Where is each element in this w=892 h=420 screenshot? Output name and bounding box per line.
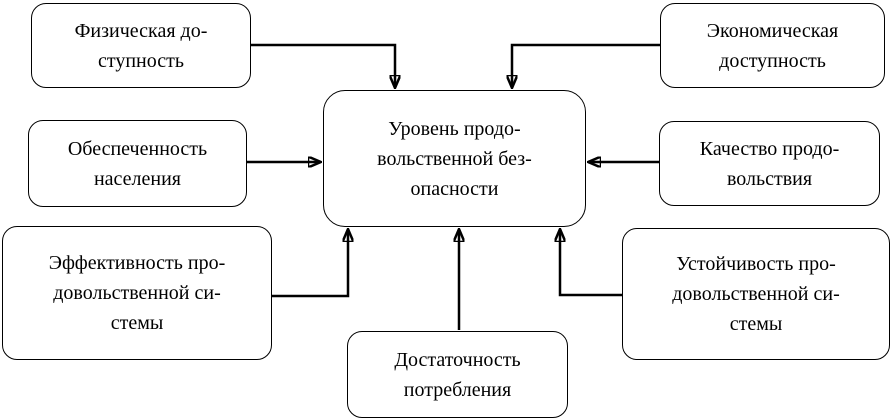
node-physical-accessibility-label: Физическая до- ступность [74, 19, 208, 72]
node-food-system-efficiency-label: Эффективность про- довольственной си- ст… [48, 252, 226, 334]
node-food-quality-label: Качество продо- вольствия [699, 137, 840, 190]
node-food-security-level: Уровень продо- вольственной без- опаснос… [323, 90, 586, 227]
node-physical-accessibility: Физическая до- ступность [31, 3, 251, 88]
node-economic-accessibility: Экономическая доступность [660, 3, 885, 88]
node-food-security-level-label: Уровень продо- вольственной без- опаснос… [377, 117, 532, 200]
node-food-system-sustainability: Устойчивость про- довольственной си- сте… [622, 228, 890, 360]
node-food-system-sustainability-label: Устойчивость про- довольственной си- сте… [672, 253, 840, 335]
node-economic-accessibility-label: Экономическая доступность [706, 19, 839, 72]
arrow-food-system-efficiency-to-center [272, 229, 348, 298]
arrow-food-system-sustainability-to-center [560, 229, 622, 297]
node-food-system-efficiency: Эффективность про- довольственной си- ст… [2, 226, 272, 360]
node-consumption-sufficiency: Достаточность потребления [347, 331, 568, 418]
arrow-physical-accessibility-to-center [250, 43, 395, 88]
node-food-quality: Качество продо- вольствия [659, 121, 880, 206]
arrow-economic-accessibility-to-center [512, 43, 660, 88]
node-population-provision: Обеспеченность населения [28, 120, 247, 207]
node-population-provision-label: Обеспеченность населения [67, 137, 208, 190]
node-consumption-sufficiency-label: Достаточность потребления [394, 348, 521, 401]
